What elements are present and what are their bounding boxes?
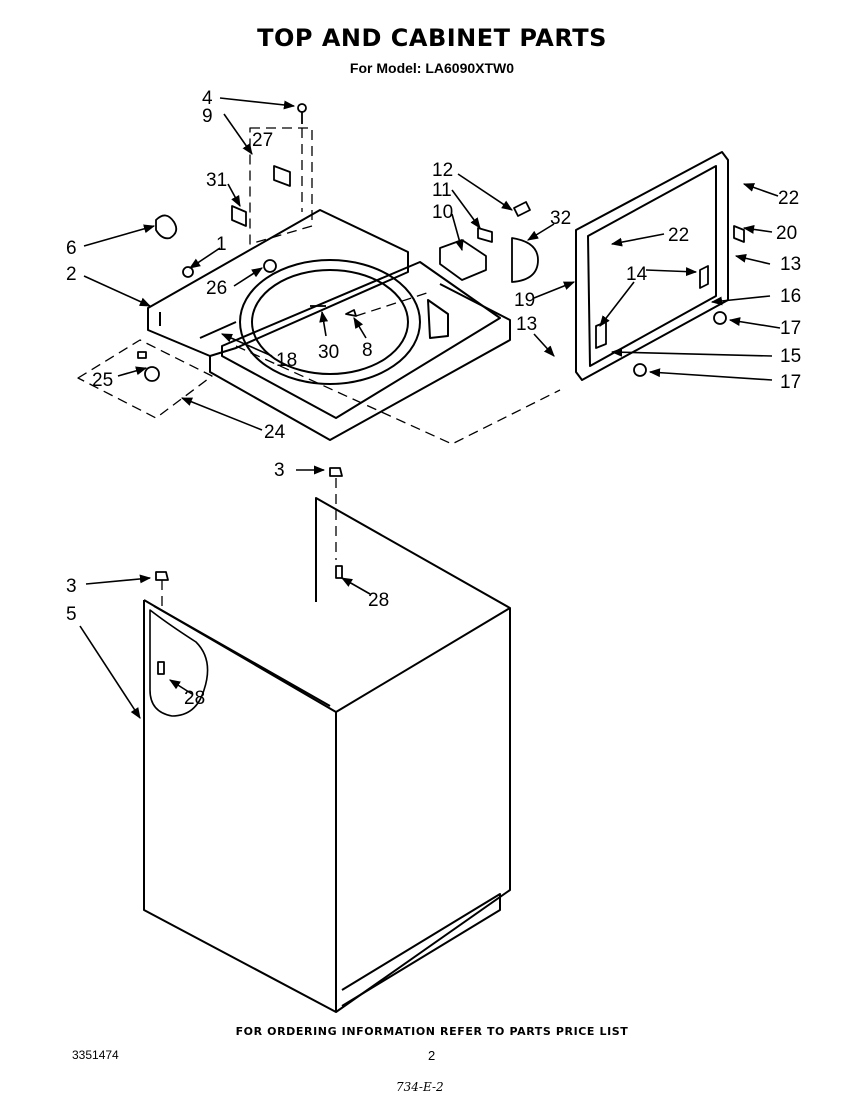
callout-11: 11: [432, 180, 452, 201]
part-25-screw: [137, 351, 147, 359]
part-3-side-clip: [155, 571, 169, 581]
part-8-screw: [345, 309, 357, 317]
callout-3-side: 3: [66, 576, 77, 597]
part-17-bumper-lower: [633, 363, 647, 377]
callout-labels: 4 9 27 31 6 1 2 26 25 24 18 30 8 12 11 1…: [66, 88, 801, 709]
callout-19: 19: [514, 290, 535, 311]
callout-3-top: 3: [274, 460, 285, 481]
callout-17-lower: 17: [780, 372, 801, 393]
part-32-guard: [511, 237, 539, 283]
callout-13-right: 13: [780, 254, 801, 275]
callout-5: 5: [66, 604, 77, 625]
page-title: TOP AND CABINET PARTS: [257, 24, 607, 52]
lid-part: [575, 151, 729, 381]
part-10-bracket: [439, 239, 487, 281]
part-26-bumper: [263, 259, 277, 273]
callout-9: 9: [202, 106, 213, 127]
part-6-clip: [155, 214, 178, 240]
part-20-hinge: [733, 225, 745, 243]
callout-20: 20: [776, 223, 797, 244]
callout-31: 31: [206, 170, 227, 191]
callout-32: 32: [550, 208, 571, 229]
callout-8: 8: [362, 340, 373, 361]
callout-28-inner: 28: [184, 688, 205, 709]
callout-28-outer: 28: [368, 590, 389, 611]
callout-10: 10: [432, 202, 453, 223]
handwritten-code: 734-E-2: [396, 1080, 444, 1094]
part-11-actuator: [477, 227, 493, 243]
callout-18: 18: [276, 350, 297, 371]
callout-22-lower: 22: [668, 225, 689, 246]
page-number: 2: [428, 1048, 436, 1063]
document-number: 3351474: [72, 1048, 119, 1062]
ordering-note: FOR ORDERING INFORMATION REFER TO PARTS …: [235, 1025, 629, 1038]
callout-17-upper: 17: [780, 318, 801, 339]
callout-27: 27: [252, 130, 273, 151]
callout-6: 6: [66, 238, 77, 259]
part-1-plug: [182, 266, 194, 278]
cabinet-part: [143, 497, 511, 1013]
part-31-bracket: [231, 205, 247, 227]
callout-1: 1: [216, 234, 227, 255]
callout-24: 24: [264, 422, 286, 443]
part-28-inner-screw: [157, 661, 165, 675]
callout-30: 30: [318, 342, 339, 363]
part-24-switch: [144, 366, 160, 382]
washer-top-part: [147, 209, 511, 441]
part-4-screw: [297, 103, 307, 113]
callout-2: 2: [66, 264, 77, 285]
callout-12: 12: [432, 160, 453, 181]
callout-22-upper: 22: [778, 188, 799, 209]
part-27-switch: [273, 165, 291, 187]
callout-16: 16: [780, 286, 801, 307]
part-28-screw: [335, 565, 343, 579]
callout-25: 25: [92, 370, 113, 391]
callout-15: 15: [780, 346, 801, 367]
part-12-spring: [513, 201, 531, 217]
part-3-top-clip: [329, 467, 343, 477]
callout-13-left: 13: [516, 314, 537, 335]
callout-14: 14: [626, 264, 648, 285]
part-17-bumper-upper: [713, 311, 727, 325]
model-subtitle: For Model: LA6090XTW0: [349, 60, 515, 76]
callout-4: 4: [202, 88, 213, 109]
part-14-hinge: [699, 265, 709, 289]
callout-26: 26: [206, 278, 227, 299]
